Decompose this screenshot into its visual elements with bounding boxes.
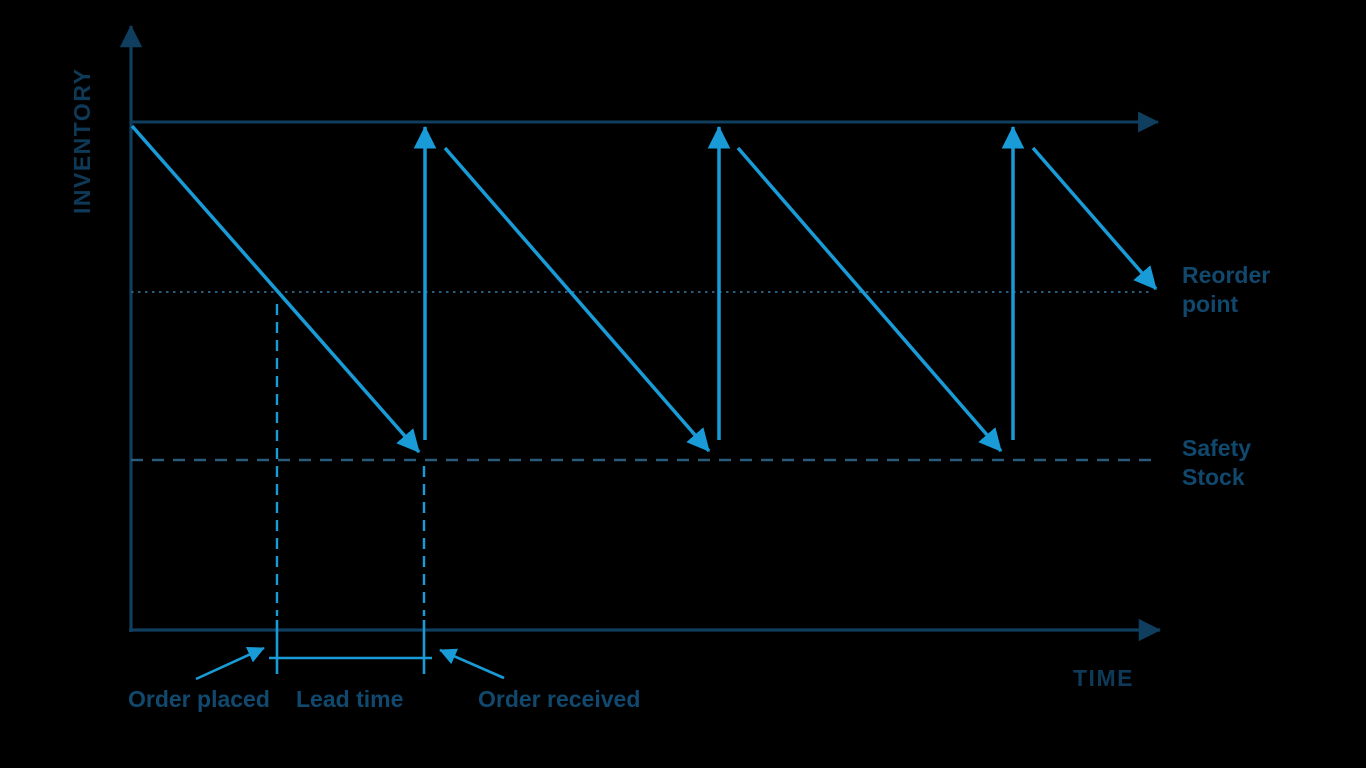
order-received-label: Order received [478,686,641,712]
consumption-slope-2 [443,146,711,453]
lead-time-label: Lead time [296,686,404,712]
safety-stock-label-line1: Safety [1182,435,1252,461]
reorder-point-label: Reorder point [1182,261,1270,319]
order-placed-arrow [195,646,265,681]
consumption-slope-3 [736,146,1003,453]
reorder-point-label-line2: point [1182,291,1239,317]
safety-stock-label: Safety Stock [1182,434,1251,492]
order-received-arrow [439,648,505,680]
consumption-slope-4 [1031,146,1158,291]
y-axis-label: INVENTORY [69,67,95,214]
reorder-point-label-line1: Reorder [1182,262,1271,288]
x-axis-label: TIME [1073,665,1134,691]
safety-stock-label-line2: Stock [1182,464,1245,490]
consumption-slope-1 [130,124,421,454]
order-placed-label: Order placed [128,686,270,712]
